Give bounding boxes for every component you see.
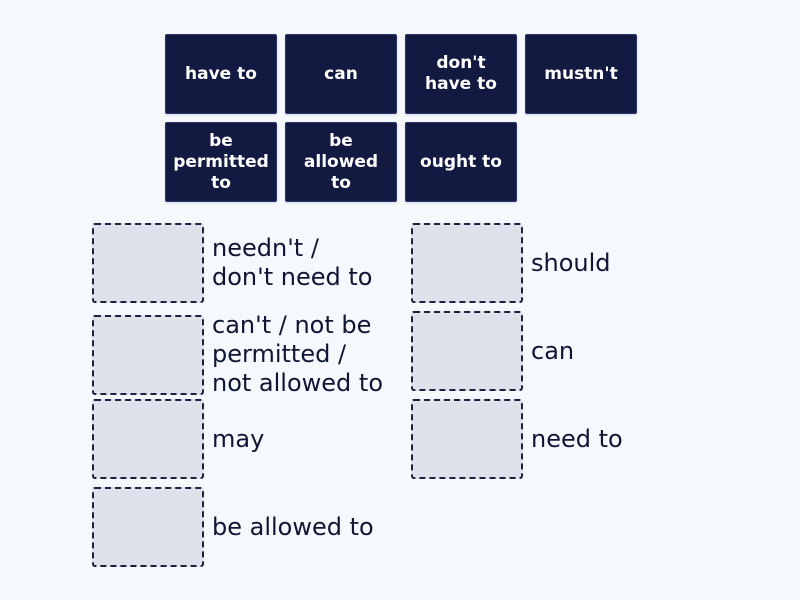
target-can: can [411,311,574,391]
target-should: should [411,223,611,303]
drop-box[interactable] [92,399,204,479]
target-may: may [92,399,264,479]
answer-tiles: have to can don't have to mustn't be per… [165,34,645,202]
tile-mustnt[interactable]: mustn't [525,34,637,114]
target-label: should [531,248,611,277]
drop-box[interactable] [92,487,204,567]
drop-box[interactable] [92,223,204,303]
drop-box[interactable] [411,311,523,391]
target-label: need to [531,424,623,453]
tile-be-permitted-to[interactable]: be permitted to [165,122,277,202]
target-be-allowed-to: be allowed to [92,487,374,567]
tile-can[interactable]: can [285,34,397,114]
target-neednt: needn't / don't need to [92,223,372,303]
tile-dont-have-to[interactable]: don't have to [405,34,517,114]
target-label: needn't / don't need to [212,234,373,291]
tile-be-allowed-to[interactable]: be allowed to [285,122,397,202]
target-label: may [212,424,265,453]
target-label: be allowed to [212,512,374,541]
target-cant: can't / not be permitted / not allowed t… [92,311,383,398]
drop-box[interactable] [411,223,523,303]
drop-box[interactable] [411,399,523,479]
tile-ought-to[interactable]: ought to [405,122,517,202]
tile-have-to[interactable]: have to [165,34,277,114]
drop-box[interactable] [92,314,204,395]
target-label: can [531,336,575,365]
target-label: can't / not be permitted / not allowed t… [212,311,384,397]
target-need-to: need to [411,399,623,479]
